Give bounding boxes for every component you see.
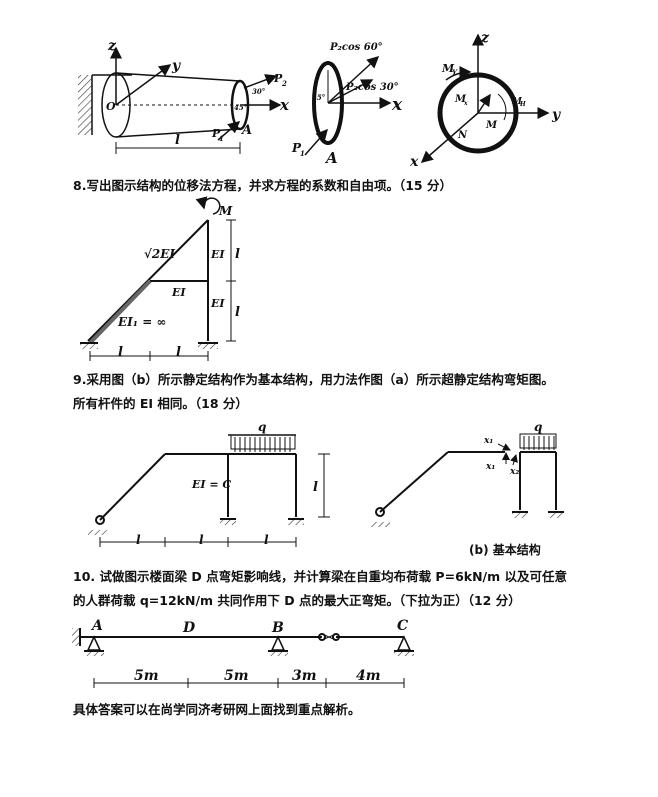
axis-z-label: z <box>107 38 117 54</box>
q8-l-right-top: l <box>235 247 240 262</box>
q8-ei-root2: √2EI <box>144 247 175 261</box>
q10-text-line2: 的人群荷载 q=12kN/m 共同作用下 D 点的最大正弯矩。（下拉为正）（12… <box>73 593 521 608</box>
origin-label: O <box>106 100 116 113</box>
q8-frame-figure <box>80 196 236 361</box>
q10-wall-hatch <box>72 628 80 646</box>
q9-text-line2: 所有杆件的 EI 相同。（18 分） <box>73 396 248 411</box>
ring-point-a: A <box>324 149 338 167</box>
my-label: M <box>441 62 455 75</box>
angle-45-label: 45° <box>234 103 247 112</box>
sect-axis-z: z <box>480 30 490 46</box>
p1-sub: 1 <box>219 134 224 143</box>
q9-b-redundant-arrows <box>497 443 518 466</box>
n-label: N <box>457 130 468 141</box>
sect-axis-x: x <box>409 154 419 170</box>
section-figure <box>420 33 550 163</box>
q9-b-q-label: q <box>534 420 542 434</box>
mx-sub: x <box>463 100 468 107</box>
axis-x-label: x <box>279 96 290 114</box>
q9-a-support-hatch-pin <box>88 530 108 535</box>
q10-dim-1: 5m <box>134 668 159 684</box>
cylinder-figure <box>78 46 282 154</box>
q9-b-x1: x₁ <box>483 436 493 446</box>
q9-a-l2: l <box>199 533 204 547</box>
ring-p1-label: P <box>291 141 302 155</box>
mx-label: M <box>454 94 467 105</box>
q9-figure-b <box>375 433 564 517</box>
q9-a-l-right: l <box>313 480 318 495</box>
ring-figure <box>304 55 392 156</box>
q10-point-d: D <box>182 620 196 636</box>
q10-support-hatch-b <box>268 652 288 656</box>
q9-b-support-hatch-2 <box>548 513 564 518</box>
q8-text: 8.写出图示结构的位移法方程，并求方程的系数和自由项。（15 分） <box>73 178 452 193</box>
p2-label: P <box>273 72 283 85</box>
p2-sub: 2 <box>281 79 287 88</box>
q10-support-hatch-c <box>394 652 414 656</box>
q8-l-bot1: l <box>118 345 123 360</box>
q9-b-load-arrows <box>523 436 555 450</box>
q8-l-right-bot: l <box>235 305 240 320</box>
q9-a-support-hatch-2 <box>288 520 304 525</box>
q9-b-caption: (b) 基本结构 <box>469 542 541 557</box>
q10-dim-2: 5m <box>224 668 249 684</box>
q9-a-support-hatch-1 <box>220 520 236 525</box>
q9-a-l1: l <box>136 533 141 547</box>
q10-point-b: B <box>271 620 284 636</box>
angle-30-label: 30° <box>252 87 265 96</box>
q8-l-bot2: l <box>176 345 181 360</box>
q8-ei1-inf: EI₁ = ∞ <box>117 315 166 329</box>
q10-text-line1: 10. 试做图示楼面梁 D 点弯矩影响线，并计算梁在自重均布荷载 P=6kN/m… <box>73 569 567 584</box>
p2cos60-label: P₂cos 60° <box>329 42 383 53</box>
point-a-label: A <box>240 123 252 138</box>
q9-a-ei-label: EI = C <box>191 478 231 491</box>
ring-axis-x-label: x <box>391 95 403 115</box>
m-label: M <box>485 120 498 131</box>
length-l-label: l <box>175 133 180 148</box>
sect-axis-y: y <box>551 107 561 123</box>
q9-a-l3: l <box>264 533 269 547</box>
wall-hatch <box>78 75 92 135</box>
q9-b-x1b: x₁ <box>485 462 495 472</box>
q8-moment-label: M <box>218 204 233 218</box>
q10-point-c: C <box>397 618 408 634</box>
mh-label: M <box>511 97 523 107</box>
q10-beam-figure <box>79 628 414 688</box>
footer-text: 具体答案可以在尚学同济考研网上面找到重点解析。 <box>73 702 361 717</box>
q10-dim-3: 3m <box>292 668 317 684</box>
support-hatch-right <box>198 344 218 349</box>
mh-sub: H <box>519 101 526 108</box>
q8-ei-right-top: EI <box>210 248 225 261</box>
my-sub: Y <box>452 68 458 77</box>
support-hatch-left <box>80 344 98 349</box>
q10-point-a: A <box>90 618 103 634</box>
q9-b-support-hatch-pin <box>370 522 390 527</box>
ring-angle-45: 45° <box>312 93 325 102</box>
q8-ei-right-bot: EI <box>210 297 225 310</box>
q9-figure-a <box>95 434 330 547</box>
q9-a-q-label: q <box>258 420 266 434</box>
q9-b-x2: x₂ <box>509 467 519 477</box>
q10-dim-4: 4m <box>356 668 381 684</box>
axis-y-label: y <box>171 58 181 74</box>
ring-p1-sub: 1 <box>300 149 305 158</box>
q10-support-hatch-a <box>84 652 104 656</box>
q9-a-load-arrows <box>234 437 291 452</box>
q9-b-support-hatch-1 <box>512 513 528 518</box>
p1-label: P <box>211 127 221 140</box>
q8-ei-mid: EI <box>171 286 186 299</box>
q9-text-line1: 9.采用图（b）所示静定结构作为基本结构，用力法作图（a）所示超静定结构弯矩图。 <box>73 372 554 387</box>
p2cos30-label: P₂cos 30° <box>345 82 399 93</box>
